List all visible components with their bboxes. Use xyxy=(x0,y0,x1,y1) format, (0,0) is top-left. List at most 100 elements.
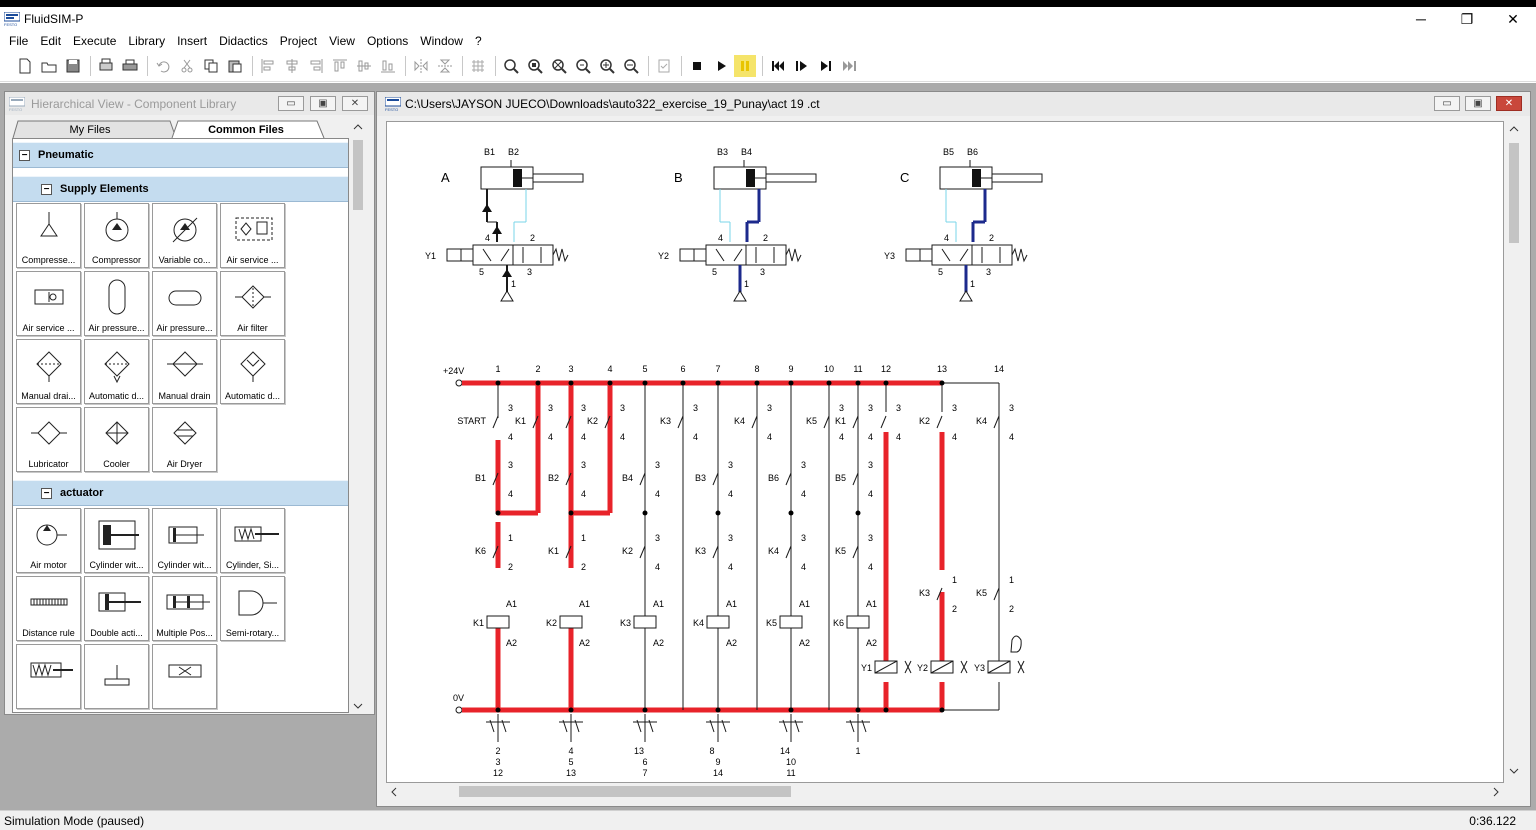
library-maximize-button[interactable]: ▣ xyxy=(310,96,336,111)
library-tile[interactable]: Semi-rotary... xyxy=(220,576,285,641)
collapse-icon[interactable]: − xyxy=(41,487,52,499)
library-tile[interactable]: Manual drai... xyxy=(16,339,81,404)
print-preview-icon[interactable] xyxy=(95,55,117,77)
zoom-all-icon[interactable] xyxy=(524,55,546,77)
zoom-out-icon[interactable] xyxy=(620,55,642,77)
menu-project[interactable]: Project xyxy=(279,33,318,48)
flip-vertical-icon[interactable] xyxy=(434,55,456,77)
circuit-maximize-button[interactable]: ▣ xyxy=(1465,96,1491,111)
library-titlebar[interactable]: FESTO Hierarchical View - Component Libr… xyxy=(5,92,374,115)
pause-icon[interactable] xyxy=(734,55,756,77)
check-icon[interactable] xyxy=(653,55,675,77)
menu-didactics[interactable]: Didactics xyxy=(219,33,268,48)
library-scrollbar[interactable] xyxy=(350,120,366,713)
component-library-window[interactable]: FESTO Hierarchical View - Component Libr… xyxy=(4,91,375,715)
zoom-fit-icon[interactable] xyxy=(500,55,522,77)
step-icon[interactable] xyxy=(791,55,813,77)
fast-forward-icon[interactable] xyxy=(839,55,861,77)
save-icon[interactable] xyxy=(62,55,84,77)
align-bottom-icon[interactable] xyxy=(377,55,399,77)
align-right-icon[interactable] xyxy=(305,55,327,77)
library-tile[interactable]: Air filter xyxy=(220,271,285,336)
library-tile[interactable]: Cooler xyxy=(84,407,149,472)
group-actuator[interactable]: − actuator xyxy=(13,480,348,506)
simulation-time: 0:36.122 xyxy=(1469,813,1516,828)
library-tile[interactable]: Automatic d... xyxy=(84,339,149,404)
close-button[interactable]: ✕ xyxy=(1507,10,1519,27)
zoom-previous-icon[interactable] xyxy=(572,55,594,77)
align-top-icon[interactable] xyxy=(329,55,351,77)
group-pneumatic[interactable]: − Pneumatic xyxy=(13,142,348,168)
menu-view[interactable]: View xyxy=(329,33,355,48)
minimize-button[interactable]: ─ xyxy=(1416,11,1426,27)
zoom-window-icon[interactable] xyxy=(548,55,570,77)
open-icon[interactable] xyxy=(38,55,60,77)
library-tile[interactable]: Compressor xyxy=(84,203,149,268)
paste-icon[interactable] xyxy=(224,55,246,77)
contact-label: K3 xyxy=(660,416,671,426)
align-left-icon[interactable] xyxy=(257,55,279,77)
step-end-icon[interactable] xyxy=(815,55,837,77)
circuit-horizontal-scrollbar[interactable] xyxy=(386,783,1505,800)
copy-icon[interactable] xyxy=(200,55,222,77)
play-icon[interactable] xyxy=(710,55,732,77)
circuit-vertical-scrollbar[interactable] xyxy=(1505,121,1523,783)
library-tile[interactable]: Air service ... xyxy=(16,271,81,336)
library-tile[interactable]: Distance rule xyxy=(16,576,81,641)
flip-horizontal-icon[interactable] xyxy=(410,55,432,77)
library-tile[interactable] xyxy=(84,644,149,709)
library-minimize-button[interactable]: ▭ xyxy=(278,96,304,111)
circuit-minimize-button[interactable]: ▭ xyxy=(1434,96,1460,111)
library-tile[interactable]: Air service ... xyxy=(220,203,285,268)
restore-button[interactable]: ❐ xyxy=(1460,10,1474,27)
new-icon[interactable] xyxy=(14,55,36,77)
library-tile[interactable] xyxy=(152,644,217,709)
library-tile[interactable]: Compresse... xyxy=(16,203,81,268)
contact-table-value: 14 xyxy=(713,768,723,778)
menu-library[interactable]: Library xyxy=(128,33,166,48)
menu-edit[interactable]: Edit xyxy=(40,33,62,48)
library-tile[interactable]: Cylinder wit... xyxy=(152,508,217,573)
library-tile[interactable]: Air pressure... xyxy=(152,271,217,336)
undo-icon[interactable] xyxy=(152,55,174,77)
column-number: 1 xyxy=(495,364,500,374)
library-tile[interactable]: Automatic d... xyxy=(220,339,285,404)
align-center-icon[interactable] xyxy=(281,55,303,77)
cut-icon[interactable] xyxy=(176,55,198,77)
menu-window[interactable]: Window xyxy=(420,33,463,48)
library-tile[interactable]: Manual drain xyxy=(152,339,217,404)
tab-common-files[interactable]: Common Files xyxy=(208,124,284,136)
grid-icon[interactable] xyxy=(467,55,489,77)
menu-file[interactable]: File xyxy=(9,33,29,48)
print-icon[interactable] xyxy=(119,55,141,77)
library-tile[interactable]: Air pressure... xyxy=(84,271,149,336)
menu-execute[interactable]: Execute xyxy=(73,33,117,48)
library-tile[interactable]: Air Dryer xyxy=(152,407,217,472)
menu-help[interactable]: ? xyxy=(474,33,482,48)
circuit-close-button[interactable]: ✕ xyxy=(1496,96,1522,111)
collapse-icon[interactable]: − xyxy=(41,183,52,195)
zoom-in-icon[interactable] xyxy=(596,55,618,77)
group-supply-elements[interactable]: − Supply Elements xyxy=(13,176,348,202)
reset-icon[interactable] xyxy=(767,55,789,77)
library-tile[interactable]: Lubricator xyxy=(16,407,81,472)
tab-my-files[interactable]: My Files xyxy=(70,124,111,136)
library-tile[interactable]: Cylinder, Si... xyxy=(220,508,285,573)
library-close-button[interactable]: ✕ xyxy=(342,96,368,111)
library-tile[interactable]: Multiple Pos... xyxy=(152,576,217,641)
library-tile[interactable]: Variable co... xyxy=(152,203,217,268)
library-tile[interactable]: Double acti... xyxy=(84,576,149,641)
relay-coil xyxy=(706,615,730,629)
align-middle-icon[interactable] xyxy=(353,55,375,77)
collapse-icon[interactable]: − xyxy=(19,149,30,161)
library-tile[interactable]: Air motor xyxy=(16,508,81,573)
menu-options[interactable]: Options xyxy=(366,33,409,48)
stop-icon[interactable] xyxy=(686,55,708,77)
menu-insert[interactable]: Insert xyxy=(177,33,208,48)
library-tile[interactable] xyxy=(16,644,81,709)
library-tile[interactable]: Cylinder wit... xyxy=(84,508,149,573)
circuit-window[interactable]: FESTO C:\Users\JAYSON JUECO\Downloads\au… xyxy=(376,91,1531,807)
circuit-titlebar[interactable]: FESTO C:\Users\JAYSON JUECO\Downloads\au… xyxy=(377,92,1530,116)
